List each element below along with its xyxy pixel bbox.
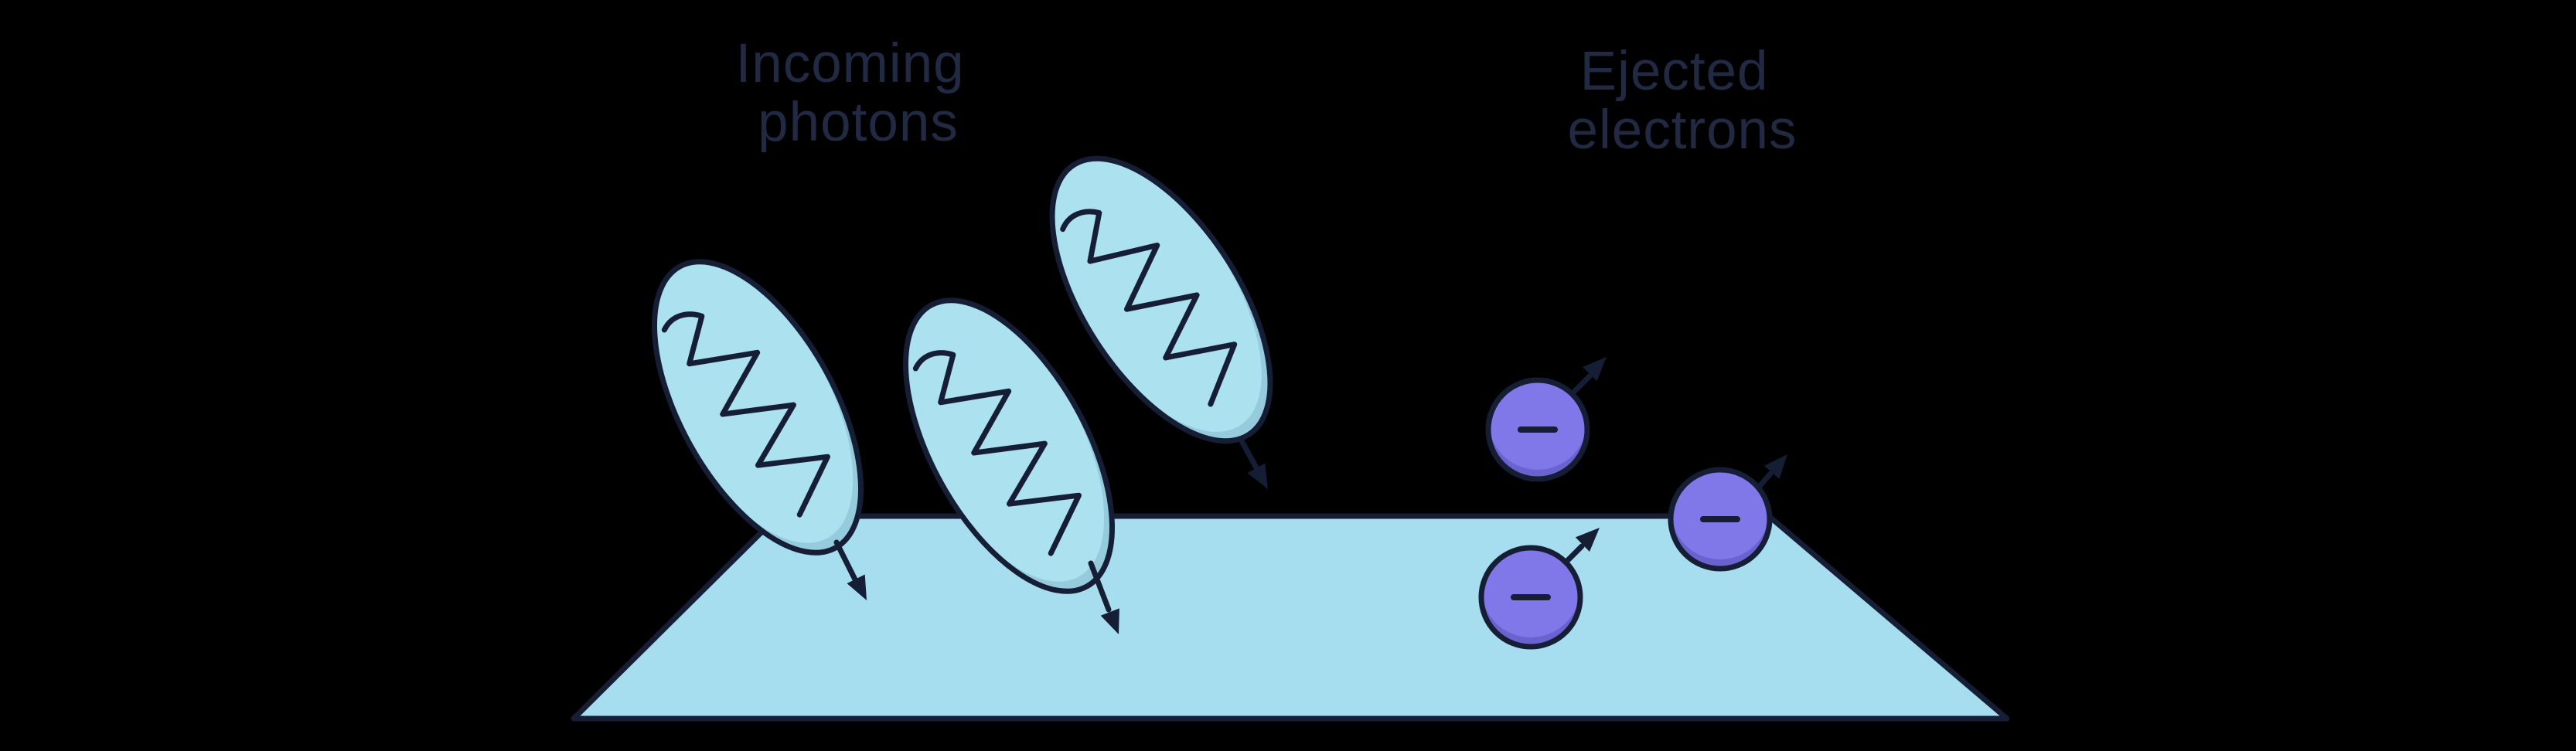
photon-wave-packet-icon bbox=[898, 291, 1115, 594]
photon-direction-arrow-icon bbox=[1088, 560, 1119, 634]
electron-body bbox=[1481, 548, 1580, 637]
incoming-photons-label: Incoming photons bbox=[736, 33, 981, 153]
electron-outline bbox=[1668, 467, 1773, 572]
wave-squiggle-icon bbox=[661, 311, 830, 518]
wave-squiggle-icon bbox=[912, 350, 1082, 556]
electron-body bbox=[1671, 470, 1770, 559]
ejected-electrons-label: Ejected electrons bbox=[1567, 41, 1797, 161]
label-line: photons bbox=[758, 92, 959, 153]
electron-minus-icon bbox=[1485, 377, 1590, 482]
photon-direction-arrow-icon bbox=[833, 539, 867, 600]
photon-direction-arrow-icon bbox=[1238, 437, 1268, 489]
electron-minus-icon bbox=[1478, 545, 1583, 650]
label-line: Incoming bbox=[736, 33, 965, 94]
photon-outline bbox=[903, 297, 1115, 594]
metal-plate bbox=[571, 513, 2010, 722]
label-line: Ejected bbox=[1580, 41, 1769, 102]
electron-outline bbox=[1478, 545, 1583, 650]
electron-body bbox=[1488, 380, 1587, 470]
label-line: electrons bbox=[1567, 100, 1797, 161]
photon-outline bbox=[652, 259, 864, 556]
electron-outline bbox=[1485, 377, 1590, 482]
electron-ejection-arrow-icon bbox=[1568, 357, 1607, 398]
electron-minus-icon bbox=[1668, 467, 1773, 572]
photon-wave-packet-icon bbox=[1043, 149, 1273, 444]
photon-outline bbox=[1049, 155, 1273, 444]
photon-wave-packet-icon bbox=[646, 252, 864, 556]
wave-squiggle-icon bbox=[1060, 209, 1238, 407]
